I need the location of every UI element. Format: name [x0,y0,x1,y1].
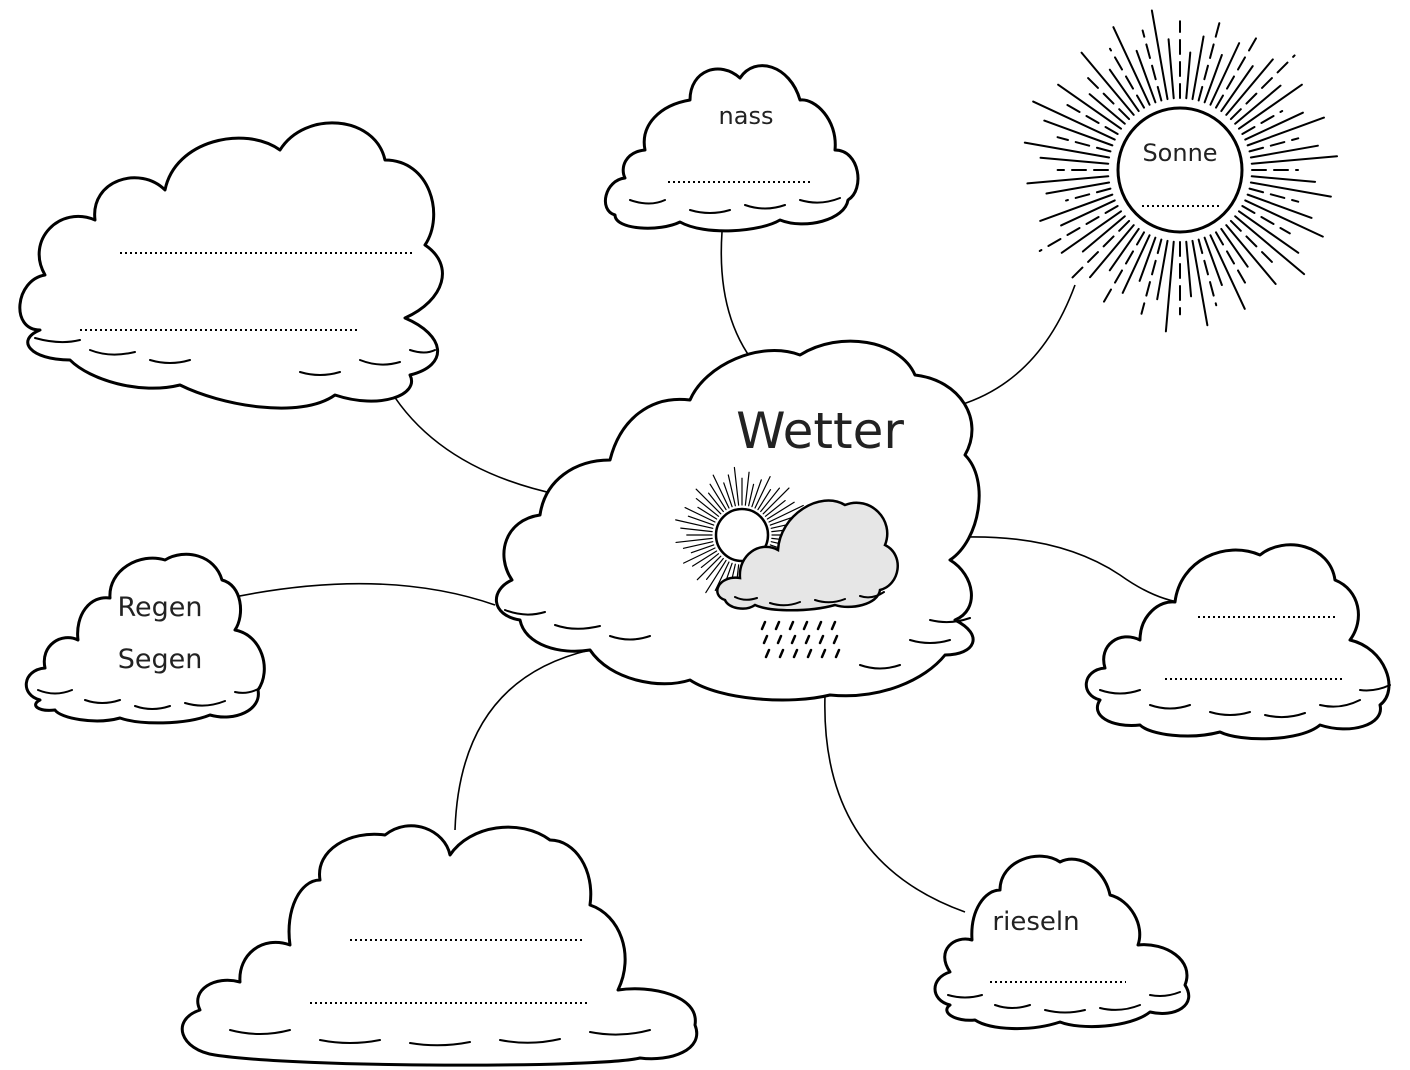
blank-cloud-bottom[interactable] [182,826,697,1065]
rieseln-label: rieseln [992,907,1079,937]
connector-sonne [960,285,1075,405]
cloud-nass[interactable]: nass [605,66,858,231]
connector-rieseln [825,695,965,912]
blank-cloud-top-left[interactable] [20,123,443,408]
connector-regen [220,584,495,605]
sonne-label: Sonne [1142,139,1217,167]
sun-disc [1118,108,1242,232]
nass-label: nass [719,102,774,130]
connector-nass [721,232,760,370]
connector-top-left [390,390,560,495]
connector-right [965,537,1185,603]
segen-label: Segen [118,644,203,675]
center-title: Wetter [736,402,904,460]
center-cloud-wetter[interactable]: Wetter [496,341,979,700]
cloud-rieseln[interactable]: rieseln [935,856,1189,1028]
blank-cloud-right[interactable] [1086,545,1390,739]
regen-label: Regen [117,592,202,623]
sonne-sun[interactable]: Sonne [1025,10,1337,331]
connector-bottom [455,650,590,830]
cloud-regen[interactable]: Regen Segen [26,554,264,723]
